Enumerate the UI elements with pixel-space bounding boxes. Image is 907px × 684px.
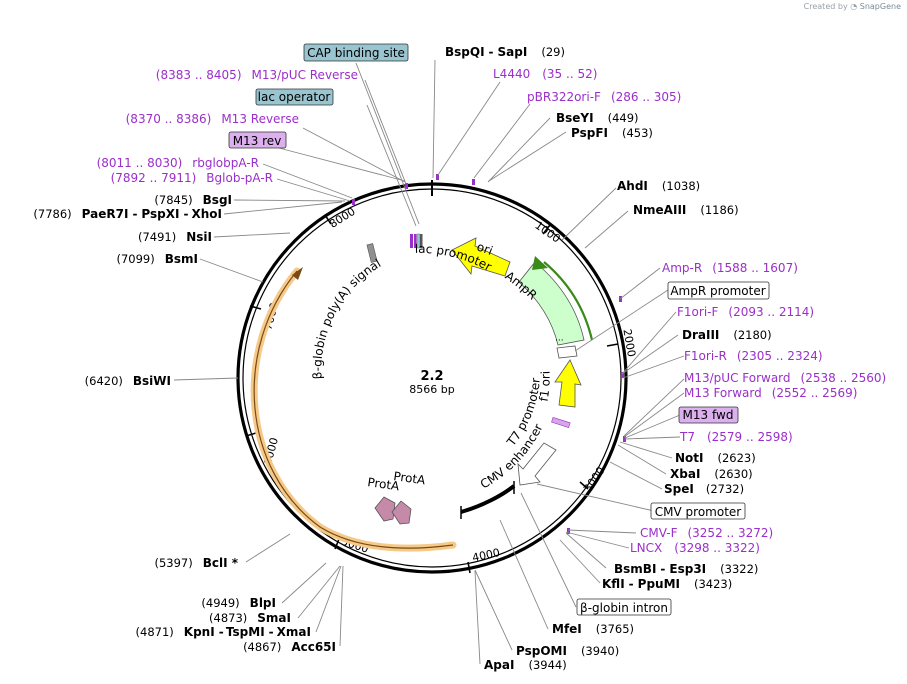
feature-ampr-arrow: ··· AmpR [503,256,594,346]
site-bsmi[interactable]: (7099)BsmI [116,252,198,266]
site-noti[interactable]: NotI(2623) [675,451,756,465]
credit-prefix: Created by [803,2,848,11]
m13-rev-label[interactable]: M13 rev [228,131,287,149]
credit-brand: SnapGene [859,2,901,11]
site-pspfi[interactable]: PspFI(453) [571,126,653,140]
tick-label-8000: 8000 [327,205,358,231]
site-kpni-tspmi-xmai[interactable]: (4871)KpnI-TspMI-XmaI [136,625,311,639]
site-nmeaiii[interactable]: NmeAIII(1186) [633,203,739,217]
m13-fwd-text: M13 fwd [683,408,734,422]
beta-globin-intron-text: β-globin intron [580,601,668,615]
site-bcli[interactable]: (5397)BclI * [154,556,238,570]
feature-polya-signal: β-globin poly(A) signal [310,243,383,380]
lac-operator-label[interactable]: lac operator [255,88,334,106]
feature-label-prota-2: ProtA [393,469,427,487]
site-spei[interactable]: SpeI(2732) [664,482,744,496]
site-bseyi[interactable]: BseYI(449) [556,111,639,125]
leader-lines [173,59,685,665]
feature-label-prota-1: ProtA [367,475,401,493]
primer-pbr322ori-f[interactable]: pBR322ori-F(286 .. 305) [527,90,681,104]
ampr-promoter-text: AmpR promoter [670,284,765,298]
primer-labels: L4440(35 .. 52) pBR322ori-F(286 .. 305) … [97,67,887,555]
m13-fwd-label[interactable]: M13 fwd [678,406,739,424]
snapgene-credit: Created by ◔ SnapGene [804,2,901,11]
primer-lncx[interactable]: LNCX(3298 .. 3322) [630,541,760,555]
site-paer7i-pspxi-xhoi[interactable]: (7786)PaeR7I-PspXI-XhoI [33,207,222,221]
feature-prota-arrows: ProtA ProtA [367,469,427,525]
ampr-dots: ··· [555,336,564,346]
site-apai[interactable]: ApaI(3944) [484,658,567,672]
site-pspomi[interactable]: PspOMI(3940) [516,644,619,658]
site-acc65i[interactable]: (4867)Acc65I [243,640,336,654]
site-bsgi[interactable]: (7845)BsgI [154,193,232,207]
ori-shape [451,237,511,277]
feature-orange-cds-arc [250,267,457,552]
feature-label-f1-ori: f1 ori [537,371,553,403]
site-nsii[interactable]: (7491)NsiI [138,230,212,244]
ampr-outer-edge [543,261,594,341]
primer-l4440[interactable]: L4440(35 .. 52) [493,67,597,81]
plasmid-length: 8566 bp [409,383,454,396]
ampr-edge-arrowhead [532,256,548,270]
cmv-promoter-label[interactable]: CMV promoter [650,502,746,520]
snapgene-logo-icon: ◔ [850,2,858,11]
site-bsiwi[interactable]: (6420)BsiWI [85,374,171,388]
tick-marks [245,214,619,574]
site-blpi[interactable]: (4949)BlpI [201,596,276,610]
primer-t7[interactable]: T7(2579 .. 2598) [679,430,793,444]
site-smai[interactable]: (4873)SmaI [209,611,291,625]
site-kfli-ppumi[interactable]: KflI-PpuMI(3423) [602,577,732,591]
site-xbai[interactable]: XbaI(2630) [670,467,753,481]
lac-operator-text: lac operator [258,90,331,104]
primer-bglob-pa-r[interactable]: (7892 .. 7911)Bglob-pA-R [111,171,273,185]
plasmid-name: 2.2 [420,369,443,384]
primer-cmv-f[interactable]: CMV-F(3252 .. 3272) [640,526,773,540]
site-bspqi-sapi[interactable]: BspQI-SapI(29) [445,45,565,59]
primer-rbglobpa-r[interactable]: (8011 .. 8030)rbglobpA-R [97,156,259,170]
primer-f1ori-r[interactable]: F1ori-R(2305 .. 2324) [684,349,823,363]
ampr-shape [518,261,585,346]
feature-ori-arrow: ori [451,237,511,277]
primer-m13-reverse[interactable]: (8370 .. 8386)M13 Reverse [126,112,299,126]
restriction-site-labels: BspQI-SapI(29) BseYI(449) PspFI(453) Ahd… [33,45,771,672]
cap-binding-site-text: CAP binding site [307,46,405,60]
cap-binding-site-label[interactable]: CAP binding site [303,43,409,62]
primer-amp-r[interactable]: Amp-R(1588 .. 1607) [662,261,798,275]
tick-label-2000: 2000 [620,328,638,358]
feature-f1-ori-arrow: f1 ori [537,359,582,408]
primer-m13-forward[interactable]: M13 Forward(2552 .. 2569) [684,386,857,400]
site-draiii[interactable]: DraIII(2180) [682,328,772,342]
site-ahdi[interactable]: AhdI(1038) [617,179,700,193]
feature-label-ori: ori [475,240,495,258]
primer-m13-puc-reverse[interactable]: (8383 .. 8405)M13/pUC Reverse [156,68,358,82]
primer-f1ori-f[interactable]: F1ori-F(2093 .. 2114) [677,305,814,319]
m13-rev-text: M13 rev [233,134,282,148]
cmv-promoter-text: CMV promoter [655,505,742,519]
feature-ampr-promoter [556,345,578,359]
feature-label-beta-globin-polya: β-globin poly(A) signal [310,256,383,379]
site-mfei[interactable]: MfeI(3765) [552,622,634,636]
tick-label-4000: 4000 [471,546,501,565]
site-bsmbi-esp3i[interactable]: BsmBI-Esp3I(3322) [614,562,758,576]
beta-globin-intron-label[interactable]: β-globin intron [576,598,672,616]
feature-beta-globin-intron-bar [460,481,516,519]
ampr-promoter-label[interactable]: AmpR promoter [667,281,770,300]
primer-m13-puc-forward[interactable]: M13/pUC Forward(2538 .. 2560) [684,371,886,385]
